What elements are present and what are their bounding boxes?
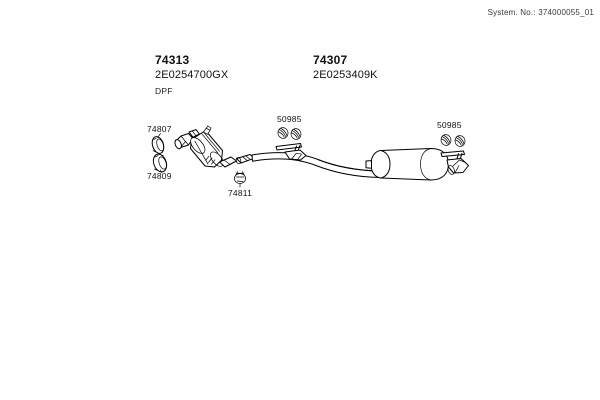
part-number: 74307 bbox=[313, 53, 348, 67]
rear-muffler-body bbox=[366, 149, 449, 181]
hanger-mount-50985-mid bbox=[276, 127, 306, 160]
part-number: 74313 bbox=[155, 53, 190, 67]
part-code: 2E0253409K bbox=[313, 69, 378, 82]
callout-label-74807: 74807 bbox=[147, 124, 172, 134]
system-number: System. No.: 374000055_01 bbox=[487, 8, 594, 17]
clamp-ring-74809-icon bbox=[151, 152, 169, 174]
part-code: 2E0254700GX bbox=[155, 69, 229, 82]
part-description: DPF bbox=[155, 86, 173, 97]
leader-lines bbox=[158, 134, 241, 188]
mid-pipe-74307 bbox=[252, 153, 380, 178]
callout-label-74811: 74811 bbox=[228, 188, 253, 198]
clamp-74811-icon bbox=[234, 172, 245, 184]
part-label-74307: 74307 2E0253409K bbox=[313, 52, 378, 83]
tailpipe bbox=[447, 159, 469, 176]
part-label-74313: 74313 2E0254700GX DPF bbox=[155, 52, 228, 98]
gasket-ring-74807-icon bbox=[150, 135, 166, 155]
callout-label-50985-rear: 50985 bbox=[437, 120, 462, 130]
diesel-particulate-filter-body bbox=[174, 126, 237, 169]
callout-label-74809: 74809 bbox=[147, 171, 172, 181]
callout-label-50985-mid: 50985 bbox=[277, 114, 302, 124]
